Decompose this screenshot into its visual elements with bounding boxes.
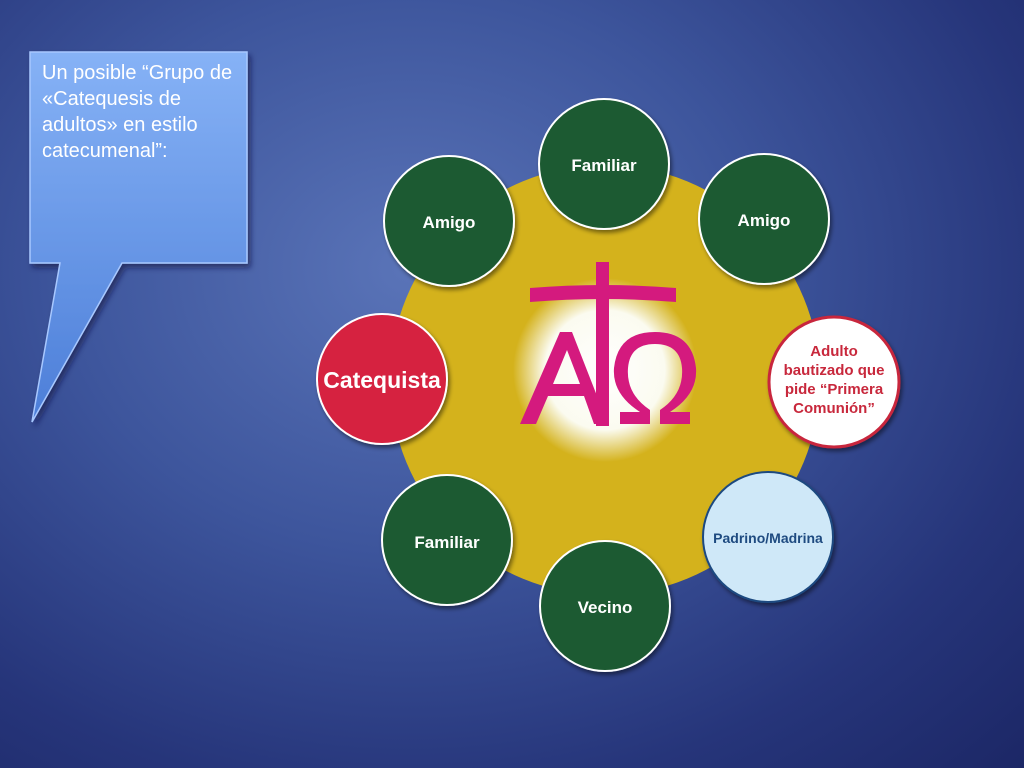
- label-amigo-right: Amigo: [737, 211, 791, 230]
- node-padrino: [702, 471, 834, 603]
- node-amigo-left: [383, 155, 515, 287]
- node-adulto: [767, 315, 901, 449]
- alpha-letter: [520, 332, 608, 424]
- callout-text: Un posible “Grupo de «Catequesis de adul…: [42, 62, 233, 162]
- node-amigo-right: [698, 153, 830, 285]
- cross-horizontal: [530, 285, 676, 302]
- label-familiar-bottom: Familiar: [414, 533, 480, 552]
- label-amigo-left: Amigo: [422, 213, 476, 232]
- node-vecino: [539, 540, 671, 672]
- omega-letter: [613, 332, 697, 424]
- label-vecino: Vecino: [577, 598, 633, 617]
- node-catequista: [316, 313, 448, 445]
- label-adulto: Adulto bautizado que pide “Primera Comun…: [783, 343, 885, 417]
- alpha-tau-omega-symbol: [520, 262, 697, 426]
- node-familiar-bottom: [381, 474, 513, 606]
- label-padrino: Padrino/Madrina: [713, 530, 823, 546]
- label-catequista: Catequista: [323, 367, 441, 393]
- cross-vertical: [596, 262, 609, 426]
- label-familiar-top: Familiar: [571, 156, 637, 175]
- callout-shape: [29, 51, 248, 423]
- node-familiar-top: [538, 98, 670, 230]
